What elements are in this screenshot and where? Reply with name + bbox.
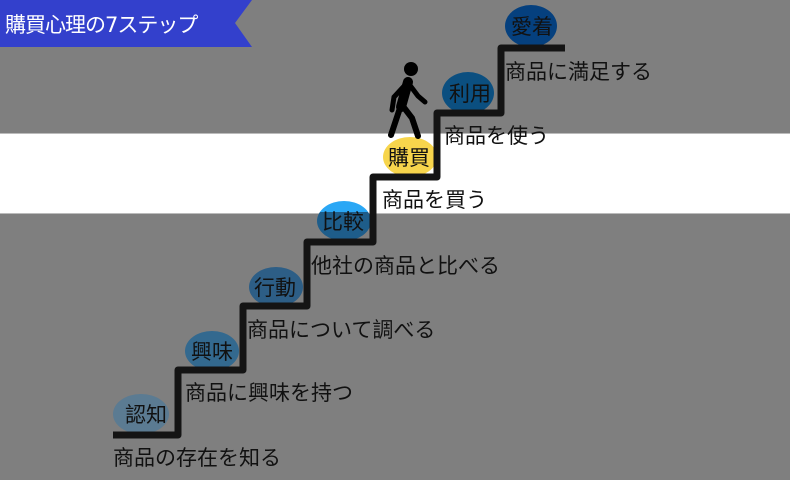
title-banner: 購買心理の7ステップ — [0, 0, 252, 47]
step-label: 愛着 — [511, 15, 553, 39]
step-label: 利用 — [449, 82, 491, 106]
step-description: 商品の存在を知る — [113, 446, 281, 470]
bubble-興味 — [185, 331, 239, 371]
bubble-愛着 — [505, 5, 557, 47]
step-label: 認知 — [125, 403, 167, 427]
walking-person-icon — [388, 62, 428, 139]
step-description: 商品について調べる — [247, 318, 436, 342]
step-description: 商品に満足する — [505, 60, 652, 84]
bubble-購買 — [383, 137, 437, 177]
step-label: 比較 — [322, 210, 364, 234]
bubble-行動 — [249, 267, 303, 307]
step-description: 商品を買う — [382, 188, 487, 212]
step-label: 興味 — [191, 340, 233, 364]
step-label: 行動 — [254, 276, 296, 300]
bubble-比較 — [317, 201, 371, 241]
step-description: 他社の商品と比べる — [311, 254, 500, 278]
step-description: 商品に興味を持つ — [185, 381, 353, 405]
title: 購買心理の7ステップ — [5, 13, 198, 37]
step-label: 購買 — [388, 146, 430, 170]
stairs-line — [113, 44, 565, 439]
bubble-利用 — [442, 72, 494, 114]
step-description: 商品を使う — [444, 124, 549, 148]
bubble-認知 — [113, 394, 169, 434]
